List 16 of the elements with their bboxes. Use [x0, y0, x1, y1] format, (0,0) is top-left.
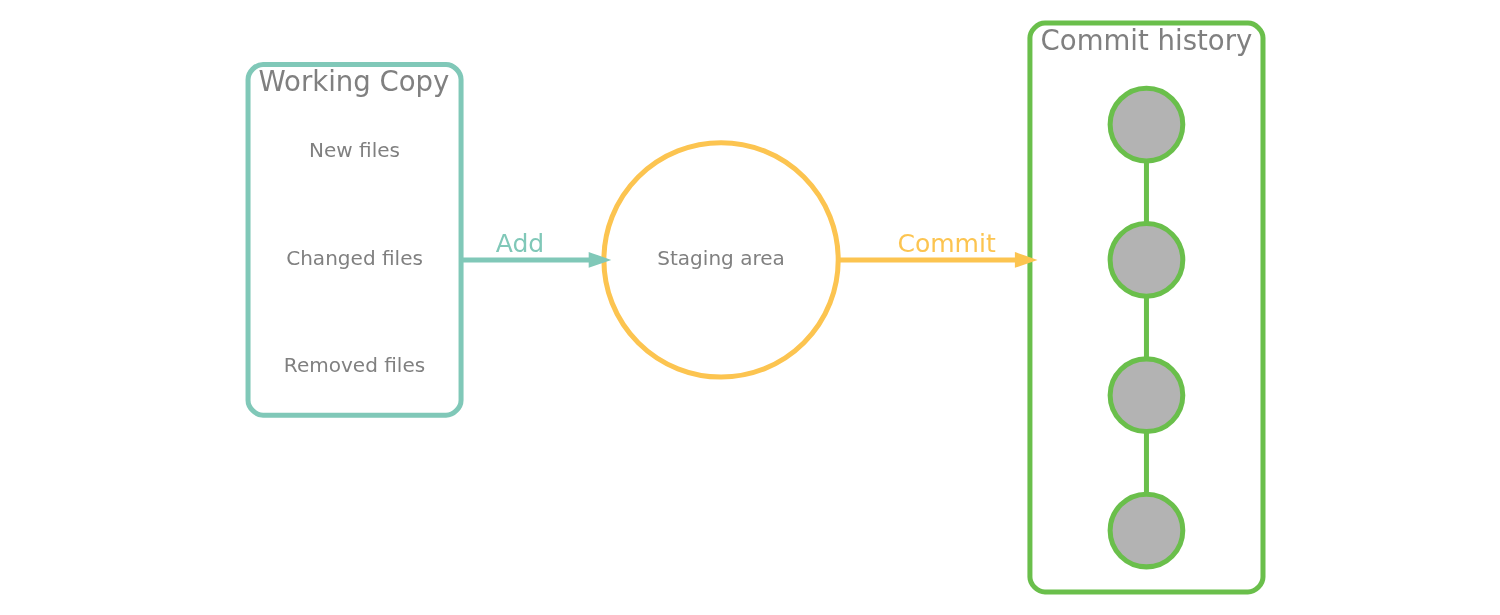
node-circle — [1107, 491, 1185, 570]
edge-label: Add — [495, 229, 544, 259]
node-text: New files — [308, 137, 400, 162]
edge-label: Commit — [896, 229, 996, 259]
connector — [1143, 431, 1149, 495]
node-circle — [1107, 221, 1185, 299]
connector — [1143, 296, 1149, 359]
connector — [1143, 161, 1149, 224]
arrow — [837, 251, 1037, 268]
arrow — [460, 251, 611, 268]
node-circle — [1107, 85, 1185, 164]
cluster: Commit history — [1026, 20, 1265, 595]
node-text: Removed files — [283, 353, 425, 378]
node-circle — [1107, 356, 1185, 435]
node-text: Changed files — [285, 245, 423, 270]
node-circle: Staging area — [600, 140, 841, 380]
